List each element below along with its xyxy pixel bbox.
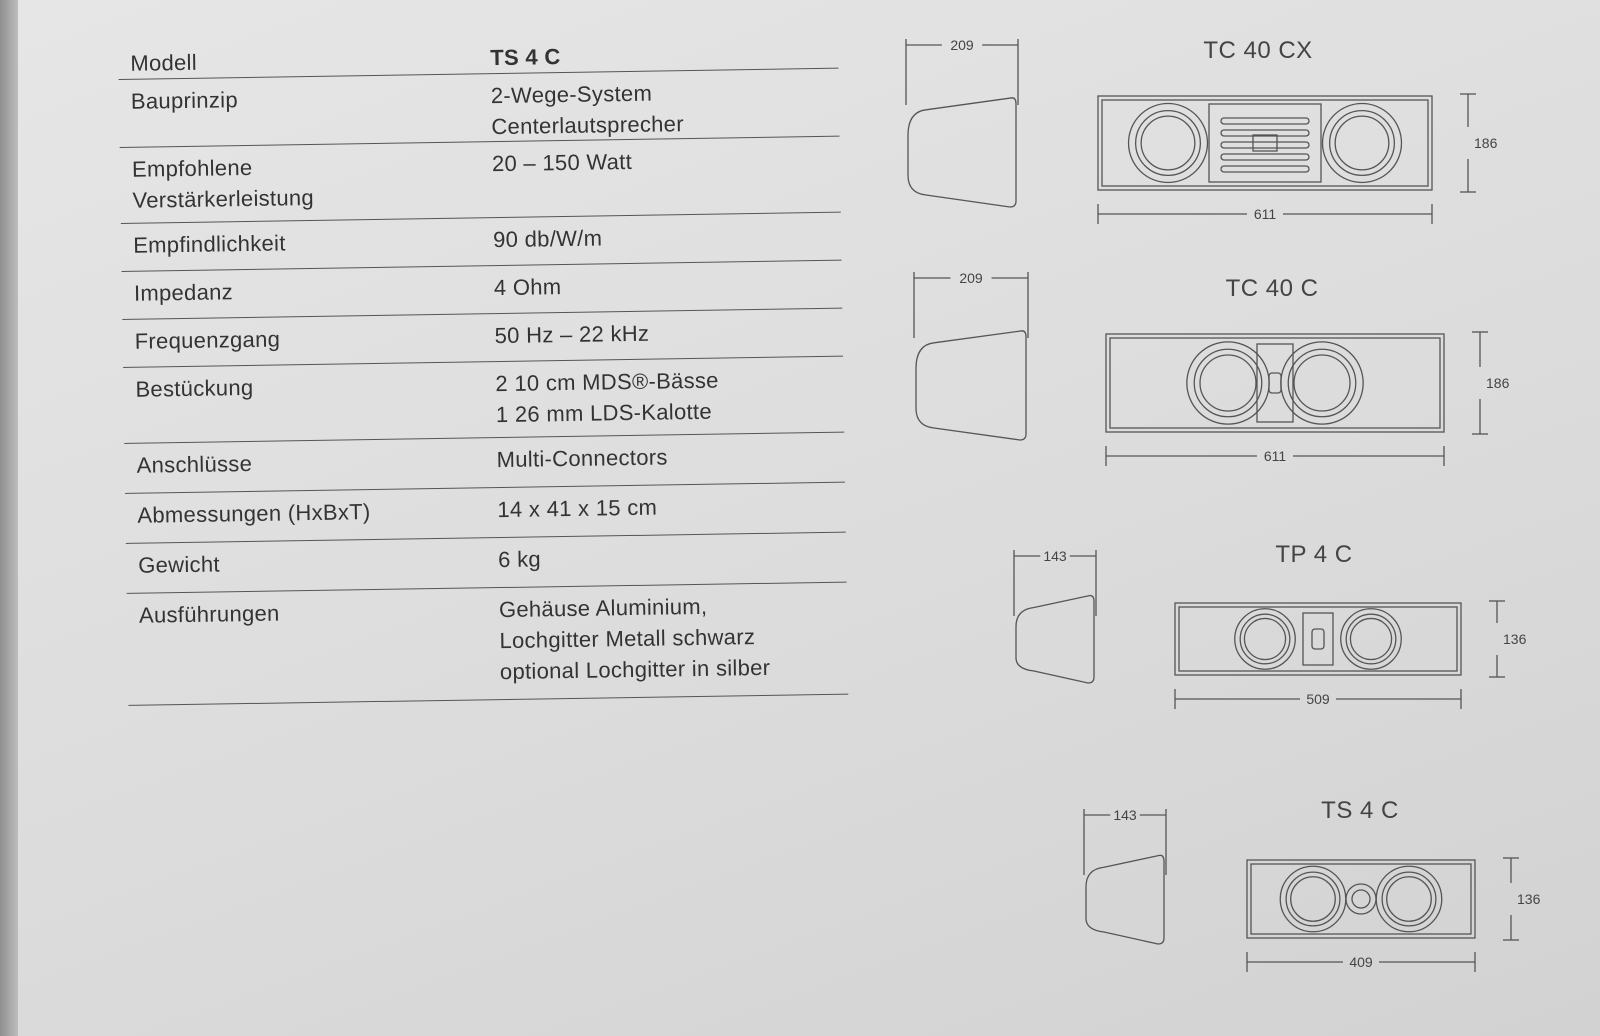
woofer-cone: [1293, 354, 1351, 412]
front-inner-outline: [1178, 606, 1458, 672]
woofer-cone: [1199, 354, 1257, 412]
tweeter-panel: [1302, 612, 1334, 666]
model-title: TC 40 CX: [1203, 37, 1312, 64]
tweeter-slot: [1220, 165, 1310, 173]
page-edge: [0, 0, 18, 1036]
woofer-outer: [1340, 608, 1402, 670]
woofer-ring: [1285, 871, 1341, 927]
front-outline: [1105, 333, 1445, 433]
tweeter-outer: [1345, 883, 1377, 915]
front-inner-outline: [1101, 99, 1429, 187]
woofer-ring: [1328, 109, 1396, 177]
side-profile: [1015, 594, 1095, 684]
tweeter-panel: [1208, 103, 1322, 183]
tweeter-panel: [1256, 343, 1294, 423]
woofer-cone: [1290, 876, 1336, 922]
height-label: 136: [1517, 891, 1541, 907]
woofer-outer: [1127, 102, 1209, 184]
tweeter: [1311, 628, 1325, 650]
woofer-cone: [1243, 617, 1287, 661]
tweeter: [1351, 889, 1371, 909]
woofer-cone: [1334, 115, 1390, 171]
woofer-outer: [1234, 608, 1296, 670]
woofer-cone: [1386, 876, 1432, 922]
width-label: 409: [1349, 954, 1373, 970]
woofer-cone: [1349, 617, 1393, 661]
tweeter-slot: [1220, 141, 1310, 149]
tweeter-slot: [1220, 117, 1310, 125]
tweeter: [1252, 134, 1278, 152]
side-profile: [915, 330, 1027, 441]
side-profile: [907, 97, 1017, 208]
woofer-outer: [1375, 865, 1443, 933]
height-label: 136: [1503, 631, 1527, 647]
speaker-drawing: TS 4 C 143 136 409: [1083, 797, 1541, 972]
speaker-drawing: TC 40 CX 209 186 611: [905, 37, 1498, 224]
woofer-ring: [1193, 348, 1263, 418]
woofer-outer: [1321, 102, 1403, 184]
height-label: 186: [1486, 375, 1510, 391]
front-outline: [1246, 859, 1476, 939]
tweeter-slot: [1220, 153, 1310, 161]
width-label: 509: [1306, 691, 1330, 707]
depth-label: 209: [959, 270, 983, 286]
width-label: 611: [1264, 448, 1287, 464]
woofer-ring: [1134, 109, 1202, 177]
model-title: TP 4 C: [1275, 541, 1352, 568]
front-inner-outline: [1250, 863, 1472, 935]
woofer-ring: [1287, 348, 1357, 418]
woofer-ring: [1345, 613, 1397, 665]
tweeter-slot: [1220, 129, 1310, 137]
speaker-drawing: TC 40 C 209 186 611: [913, 270, 1510, 466]
depth-label: 209: [950, 37, 974, 53]
width-label: 611: [1254, 206, 1277, 222]
woofer-cone: [1140, 115, 1196, 171]
speaker-drawing: TP 4 C 143 136 509: [1013, 541, 1527, 709]
tweeter: [1268, 372, 1282, 394]
woofer-outer: [1279, 865, 1347, 933]
depth-label: 143: [1113, 807, 1137, 823]
woofer-ring: [1239, 613, 1291, 665]
model-title: TC 40 C: [1226, 275, 1319, 302]
depth-label: 143: [1043, 548, 1067, 564]
front-outline: [1174, 602, 1462, 676]
woofer-ring: [1381, 871, 1437, 927]
front-outline: [1097, 95, 1433, 191]
front-inner-outline: [1109, 337, 1441, 429]
side-profile: [1085, 854, 1165, 945]
model-title: TS 4 C: [1321, 797, 1399, 824]
height-label: 186: [1474, 135, 1498, 151]
